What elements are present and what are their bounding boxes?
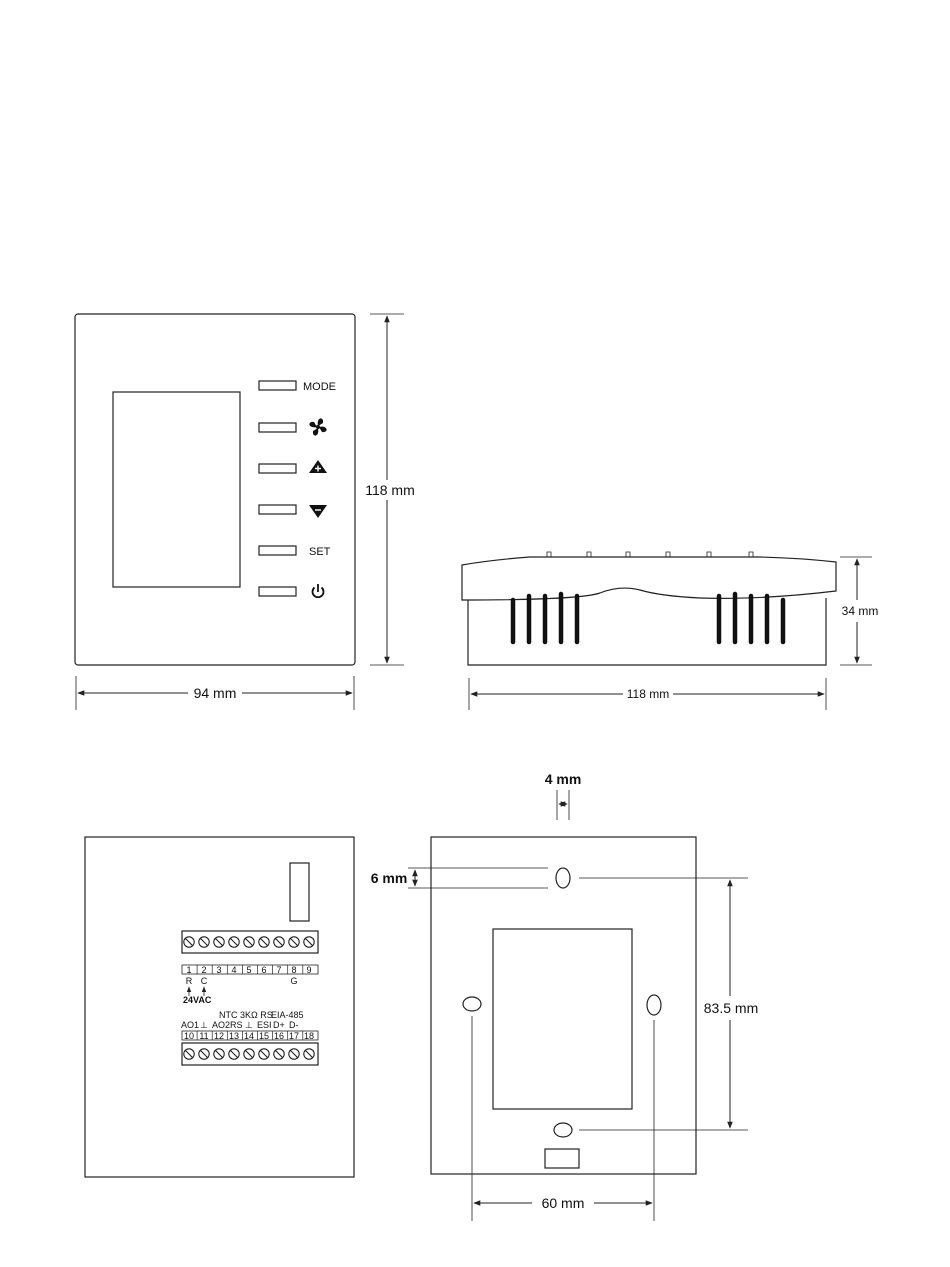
label-d-minus: D- [289, 1020, 299, 1030]
side-cover-bumps [547, 552, 753, 557]
label-ground-1: ⊥ [200, 1020, 208, 1030]
mount-hole-right [647, 995, 661, 1015]
mount-hole-bottom [554, 1123, 572, 1137]
side-height-dimension: 34 mm [840, 557, 878, 665]
mount-bottom-tab [545, 1149, 579, 1168]
mode-label: MODE [303, 381, 336, 393]
terminal-2: 2 [201, 965, 206, 975]
back-housing [85, 837, 354, 1177]
side-base [468, 598, 826, 665]
terminal-6: 6 [261, 965, 266, 975]
fan-button[interactable] [259, 423, 296, 432]
back-view: 1 2 3 4 5 6 7 8 9 R C G 24VAC NTC 3KΩ RS… [85, 837, 354, 1177]
side-view: 34 mm 118 mm [462, 552, 878, 710]
power-button[interactable] [259, 587, 296, 596]
side-width-label: 118 mm [627, 687, 669, 701]
down-button[interactable] [259, 505, 296, 514]
label-ao2: AO2 [212, 1020, 230, 1030]
terminal-r-label: R [186, 976, 193, 986]
set-button[interactable] [259, 546, 296, 555]
slot-width-dimension: 4 mm [545, 771, 582, 820]
terminal-1: 1 [186, 965, 191, 975]
terminal-c-label: C [201, 976, 208, 986]
terminal-10: 10 [184, 1031, 194, 1041]
label-rs: RS [230, 1020, 243, 1030]
terminal-12: 12 [214, 1031, 224, 1041]
mount-hole-top [556, 868, 570, 888]
horizontal-spacing-label: 60 mm [542, 1195, 585, 1211]
terminal-15: 15 [259, 1031, 269, 1041]
terminal-g-label: G [290, 976, 297, 986]
front-height-label: 118 mm [365, 482, 415, 498]
front-height-dimension: 118 mm [364, 314, 416, 665]
label-esi: ESI [257, 1020, 272, 1030]
terminal-5: 5 [246, 965, 251, 975]
bottom-screws [184, 1049, 314, 1059]
mount-hole-left [463, 997, 481, 1011]
ntc-group-label: NTC 3KΩ RS [219, 1010, 273, 1020]
front-width-label: 94 mm [194, 685, 237, 701]
terminal-16: 16 [274, 1031, 284, 1041]
mount-cutout [493, 929, 632, 1109]
terminal-17: 17 [289, 1031, 299, 1041]
side-width-dimension: 118 mm [469, 678, 826, 710]
side-cover [462, 557, 836, 600]
front-view: MODE SET [75, 314, 416, 710]
top-terminal-numbers: 1 2 3 4 5 6 7 8 9 [186, 965, 311, 975]
display-window [113, 392, 240, 587]
top-screws [184, 937, 314, 947]
mount-view: 4 mm 6 mm 83.5 mm 60 mm [371, 771, 759, 1221]
eia-group-label: EIA-485 [271, 1010, 304, 1020]
front-width-dimension: 94 mm [76, 676, 354, 710]
supply-label: 24VAC [183, 995, 212, 1005]
back-connector-slot [290, 863, 309, 921]
slot-width-label: 4 mm [545, 771, 582, 787]
terminal-3: 3 [216, 965, 221, 975]
terminal-8: 8 [291, 965, 296, 975]
terminal-18: 18 [304, 1031, 314, 1041]
label-d-plus: D+ [273, 1020, 285, 1030]
terminal-11: 11 [199, 1031, 208, 1041]
slot-height-label: 6 mm [371, 870, 408, 886]
bottom-terminal-numbers: 10 11 12 13 14 15 16 17 18 [184, 1031, 314, 1041]
terminal-9: 9 [306, 965, 311, 975]
label-ground-2: ⊥ [245, 1020, 253, 1030]
mode-button[interactable] [259, 381, 296, 390]
terminal-4: 4 [231, 965, 236, 975]
terminal-7: 7 [276, 965, 281, 975]
side-height-label: 34 mm [842, 604, 879, 618]
label-ao1: AO1 [181, 1020, 199, 1030]
set-label: SET [309, 546, 331, 558]
terminal-14: 14 [244, 1031, 254, 1041]
vertical-spacing-label: 83.5 mm [704, 1000, 758, 1016]
up-button[interactable] [259, 464, 296, 473]
terminal-13: 13 [229, 1031, 239, 1041]
